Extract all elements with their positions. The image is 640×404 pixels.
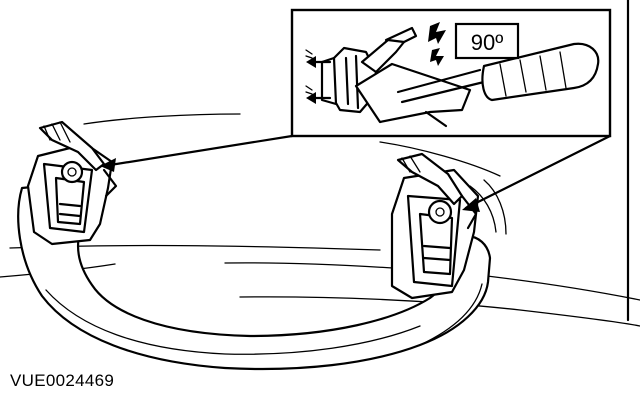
screwdriver — [354, 42, 600, 128]
angle-label: 90º — [471, 30, 504, 55]
left-mounting-clip — [26, 120, 118, 246]
leader-line-left — [100, 134, 294, 172]
detail-inset: 90º — [290, 8, 612, 138]
grab-handle — [17, 182, 492, 371]
figure-id-label: VUE0024469 — [10, 371, 115, 390]
motion-lines — [469, 179, 507, 235]
right-mounting-clip — [390, 152, 480, 300]
angle-label-box: 90º — [454, 22, 520, 60]
push-arrows — [305, 49, 332, 104]
rotation-symbol-icon — [428, 22, 446, 66]
leader-line-right — [462, 134, 612, 212]
